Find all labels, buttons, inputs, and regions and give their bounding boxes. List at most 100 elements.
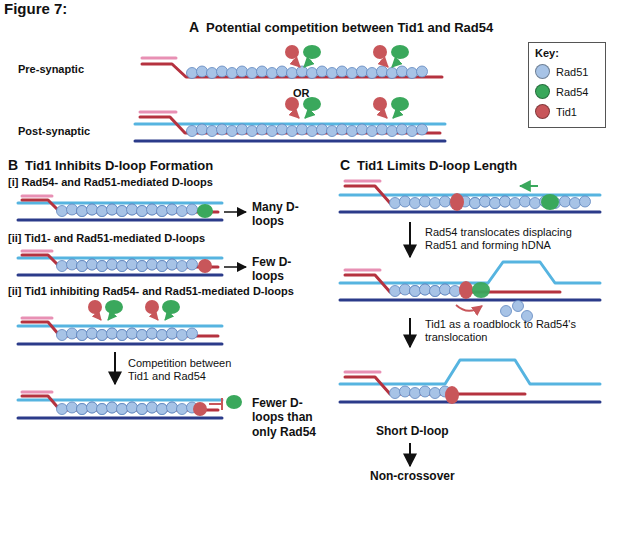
legend-swatch (535, 84, 550, 99)
illustration-part (165, 314, 170, 320)
protein-pairs-b (88, 300, 180, 320)
dloop-rad54 (18, 196, 222, 220)
or-label: OR (293, 87, 333, 100)
result-arrow (224, 211, 246, 213)
illustration-part (345, 371, 380, 374)
tid1-protein (198, 259, 212, 273)
step-note: Rad54 translocates displacing Rad51 and … (425, 226, 605, 252)
outcome-label: Many D-loops (252, 200, 312, 229)
illustration-part (340, 401, 600, 404)
legend-row: Tid1 (535, 104, 599, 119)
step-note: Competition between Tid1 and Rad54 (128, 357, 243, 383)
illustration-part (22, 195, 52, 198)
state-label: Post-synaptic (18, 125, 138, 138)
illustration-part (391, 45, 409, 59)
illustration-part (142, 57, 176, 60)
illustration-part (135, 140, 445, 143)
legend-row: Rad51 (535, 64, 599, 79)
legend-text: Rad51 (556, 66, 588, 78)
dloop-c1 (340, 181, 600, 212)
panel-heading: Potential competition between Tid1 and R… (206, 20, 526, 36)
illustration-part (77, 328, 198, 341)
illustration-part (18, 274, 222, 277)
illustration-part (345, 269, 380, 272)
illustration-part (22, 317, 52, 320)
illustration-part (18, 343, 222, 346)
illustration-part (501, 306, 512, 317)
illustration-part (145, 300, 159, 314)
translocation-arrow (520, 185, 538, 187)
illustration-part (391, 97, 409, 111)
illustration-part (77, 204, 198, 217)
illustration-part (22, 391, 52, 394)
postsynaptic-filament (135, 112, 445, 141)
illustration-part (381, 112, 387, 118)
rad54-protein (541, 194, 559, 210)
roadblock-arrow (456, 305, 482, 311)
illustration-part (373, 97, 387, 111)
illustration-part (293, 60, 300, 67)
legend-swatch (535, 64, 550, 79)
inhibition-symbol (209, 398, 222, 410)
illustration-part (105, 300, 123, 314)
dloop-c3 (340, 360, 600, 402)
legend-text: Tid1 (556, 106, 577, 118)
rad54-protein (197, 204, 213, 218)
illustration-part (381, 60, 388, 67)
key-box: Key: Rad51Rad54Tid1 (528, 42, 606, 128)
illustration-part (18, 219, 222, 222)
illustration-part (392, 60, 399, 67)
illustration-part (153, 314, 158, 320)
illustration-part (390, 386, 451, 399)
state-label: Pre-synaptic (18, 63, 138, 76)
illustration-part (305, 112, 311, 118)
panel-letter: B (8, 157, 26, 174)
condition-label: [ii] Tid1 inhibiting Rad54- and Rad51-me… (8, 285, 333, 298)
illustration-part (470, 196, 591, 209)
tid1-protein (445, 386, 459, 404)
step-arrow (409, 318, 411, 347)
rad54-protein (226, 395, 242, 409)
illustration-part (513, 301, 524, 312)
legend-swatch (535, 104, 550, 119)
illustration-part (307, 124, 428, 137)
condition-label: [i] Rad54- and Rad51-mediated D-loops (8, 176, 308, 189)
illustration-part (108, 314, 113, 320)
legend-text: Rad54 (556, 86, 588, 98)
illustration-part (393, 112, 399, 118)
rad54-protein (472, 282, 490, 298)
illustration-part (140, 111, 176, 114)
illustration-part (187, 124, 308, 137)
illustration-part (285, 45, 299, 59)
condition-label: [ii] Tid1- and Rad51-mediated D-loops (8, 232, 308, 245)
illustration-part (340, 299, 600, 302)
key-heading: Key: (535, 47, 599, 59)
illustration-part (303, 45, 321, 59)
illustration-part (88, 300, 102, 314)
step-arrow (409, 222, 411, 257)
dloop-c2 (340, 262, 600, 300)
illustration-part (187, 66, 308, 79)
outcome-label: Fewer D-loops than only Rad54 (252, 396, 334, 439)
illustration-part (77, 259, 198, 272)
panel-heading: Tid1 Limits D-loop Length (357, 158, 597, 174)
illustration-part (340, 211, 600, 214)
outcome-label: Non-crossover (370, 469, 510, 483)
step-note: Tid1 as a roadblock to Rad54's transloca… (425, 318, 600, 344)
illustration-part (77, 402, 198, 415)
illustration-part (345, 180, 380, 183)
dloop-competition (18, 318, 222, 344)
dloop-tid1 (18, 251, 222, 275)
panel-letter: A (189, 19, 207, 36)
tid1-protein (193, 402, 207, 416)
outcome-label: Short D-loop (376, 424, 496, 438)
illustration-part (96, 314, 101, 320)
result-arrow (224, 266, 246, 268)
illustration-part (18, 417, 222, 420)
figure-title: Figure 7: (4, 0, 144, 18)
step-arrow (409, 443, 411, 466)
step-arrow (114, 352, 116, 384)
illustration-part (340, 194, 600, 197)
